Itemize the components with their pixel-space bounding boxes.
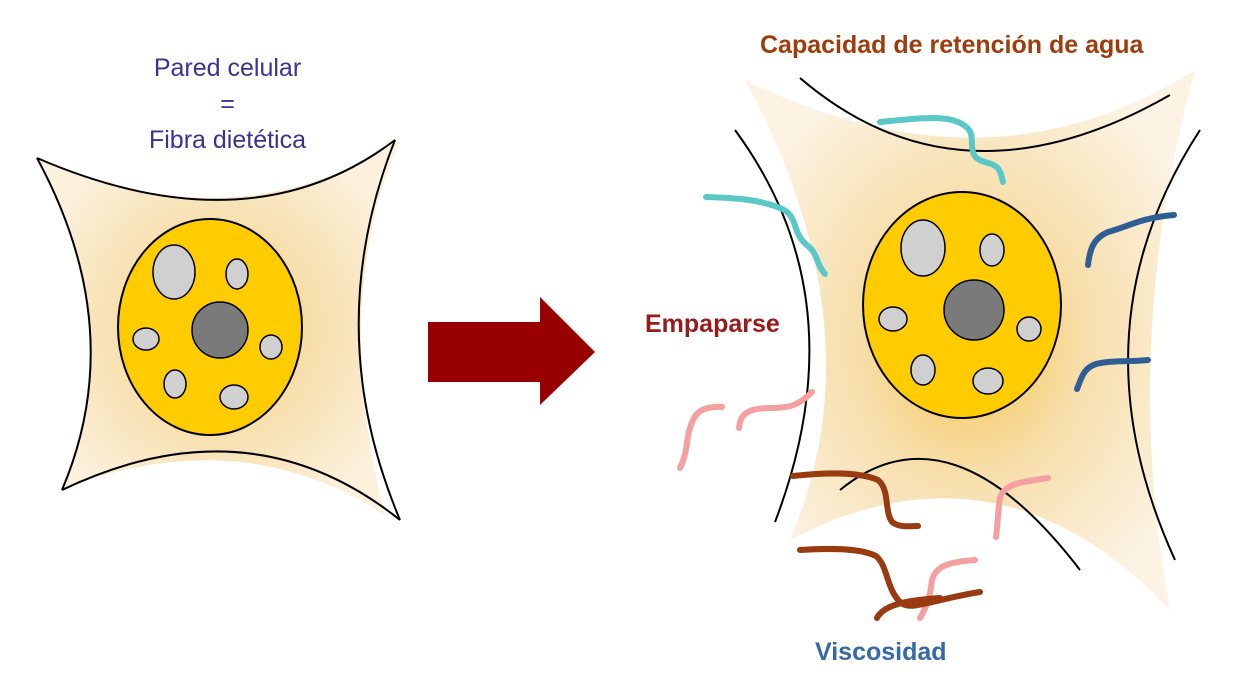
right-vacuole — [878, 306, 908, 332]
right-vacuole — [1016, 316, 1042, 342]
right-vacuole — [979, 233, 1005, 267]
right-wall-curve-right — [1127, 129, 1201, 561]
fiber-brown-bottom-tail — [874, 595, 943, 621]
cell-wall-title-line1: Pared celular — [153, 54, 302, 82]
fibers — [677, 115, 1177, 621]
fiber-pink-left-a — [677, 403, 725, 471]
right-wall-curve-bottom — [839, 457, 1081, 571]
fiber-brown-top — [790, 470, 921, 530]
right-vacuole — [900, 219, 946, 277]
left-vacuole — [152, 244, 196, 300]
cell-wall-title: Pared celular = Fibra dietética — [0, 50, 455, 158]
left-wall-curve-top — [36, 139, 396, 201]
fiber-pink-bottom — [917, 557, 978, 621]
cell-wall-title-equals: = — [220, 90, 235, 118]
soak-label: Empaparse — [645, 310, 780, 338]
fiber-cyan-top — [877, 115, 1006, 185]
left-vacuole — [219, 384, 249, 410]
viscosity-label: Viscosidad — [815, 638, 947, 666]
left-cell — [36, 139, 401, 521]
fiber-blue-right-top — [1085, 212, 1177, 268]
right-nucleolus — [943, 279, 1005, 341]
transformation-arrow — [428, 297, 595, 405]
cell-wall-title-line3: Fibra dietética — [148, 126, 307, 154]
fiber-blue-right-bottom — [1074, 357, 1151, 392]
water-capacity-label: Capacidad de retención de agua — [760, 31, 1144, 59]
left-vacuole — [132, 327, 160, 351]
right-vacuole — [910, 354, 936, 386]
fiber-brown-bottom — [797, 545, 983, 609]
right-cell — [734, 70, 1201, 610]
fiber-pink-left-b — [736, 389, 815, 431]
left-vacuole — [163, 369, 187, 399]
left-nucleolus — [191, 301, 249, 359]
right-vacuole — [972, 367, 1004, 395]
fiber-pink-right — [993, 475, 1051, 540]
left-wall-curve-left — [36, 157, 92, 491]
left-vacuole — [225, 258, 249, 290]
fiber-cyan-left — [703, 194, 828, 277]
left-wall-curve-right — [357, 139, 401, 521]
left-wall-curve-bottom — [61, 450, 401, 521]
right-wall-curve-left — [734, 129, 811, 523]
left-vacuole — [259, 334, 283, 360]
